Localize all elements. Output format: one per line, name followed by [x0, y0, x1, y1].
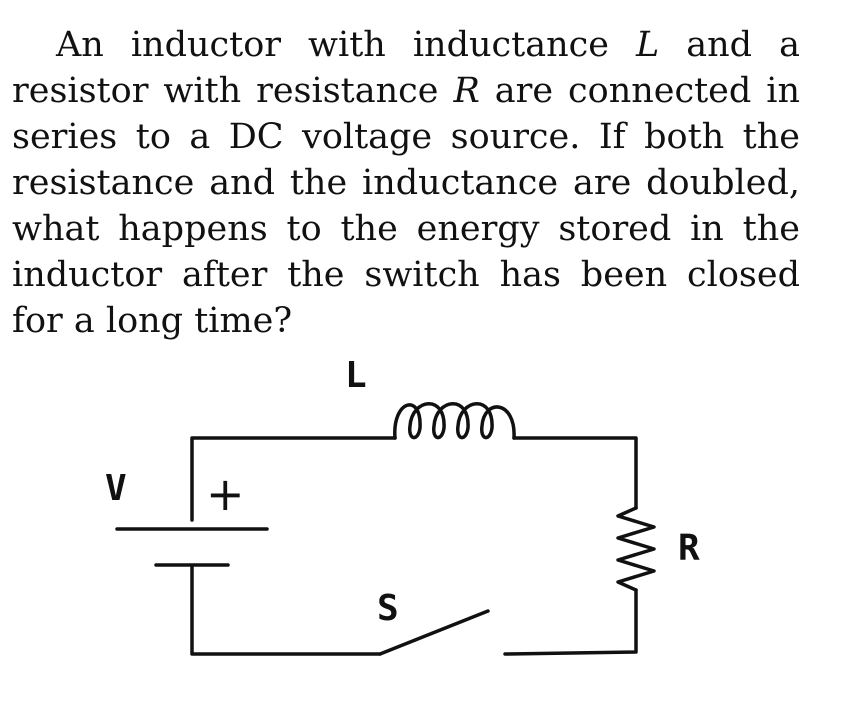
resistor-label: R [678, 528, 700, 569]
inductor-label: L [345, 355, 367, 396]
inductance-symbol: L [635, 25, 660, 65]
wire-top-right [512, 436, 638, 510]
switch-blade [378, 609, 490, 656]
resistance-symbol: R [453, 71, 480, 111]
question-part-2: and a resistor with resistance [12, 25, 800, 111]
question-part-3: are connected in series to a DC voltage … [12, 71, 800, 341]
source-label: V [105, 468, 127, 509]
wire-top-left [190, 436, 397, 522]
resistor-zigzag [616, 506, 656, 592]
switch-label: S [377, 588, 399, 629]
polarity-plus: + [206, 467, 245, 521]
question-text: An inductor with inductance L and a resi… [12, 22, 800, 344]
wire-bottom-left [190, 564, 382, 656]
inductor-coil [393, 402, 516, 440]
wire-bottom-right [503, 588, 638, 656]
question-part-1: An inductor with inductance [56, 25, 636, 65]
